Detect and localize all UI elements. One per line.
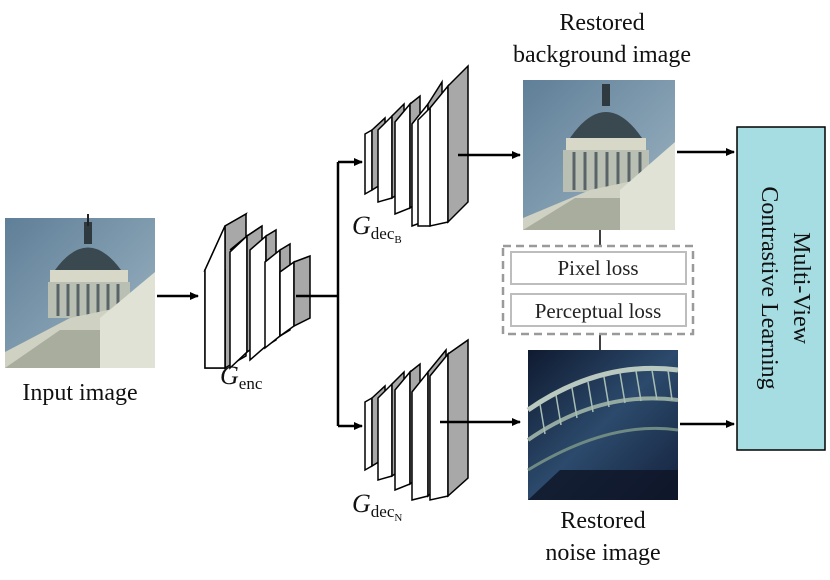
restored-bg-title-line2: background image: [513, 42, 691, 68]
encoder-block: [203, 212, 311, 370]
decoder-n-label: GdecN: [352, 489, 402, 524]
decoder-b-label: GdecB: [352, 211, 402, 246]
loss-box: Pixel loss Perceptual loss: [501, 244, 695, 336]
input-image-label: Input image: [22, 380, 137, 406]
branch-connector: [296, 162, 340, 426]
mvcl-block: Multi-View Contrastive Learning: [736, 126, 826, 451]
restored-background-image: [523, 80, 675, 230]
perceptual-loss-box: [510, 293, 687, 327]
pixel-loss-label: Pixel loss: [557, 256, 638, 280]
decoder-b-block: [364, 64, 469, 228]
restored-noise-image: [526, 350, 679, 500]
restored-noise-title-line1: Restored: [560, 508, 645, 534]
encoder-label: Genc: [220, 361, 263, 393]
pixel-loss-box: [510, 251, 687, 285]
restored-noise-title-line2: noise image: [545, 540, 660, 566]
mvcl-label-line1: Multi-View: [788, 232, 814, 345]
input-image: [5, 214, 155, 368]
perceptual-loss-label: Perceptual loss: [535, 299, 662, 323]
decoder-n-block: [364, 338, 469, 501]
mvcl-label-line2: Contrastive Learning: [756, 186, 782, 389]
restored-bg-title-line1: Restored: [559, 10, 644, 36]
